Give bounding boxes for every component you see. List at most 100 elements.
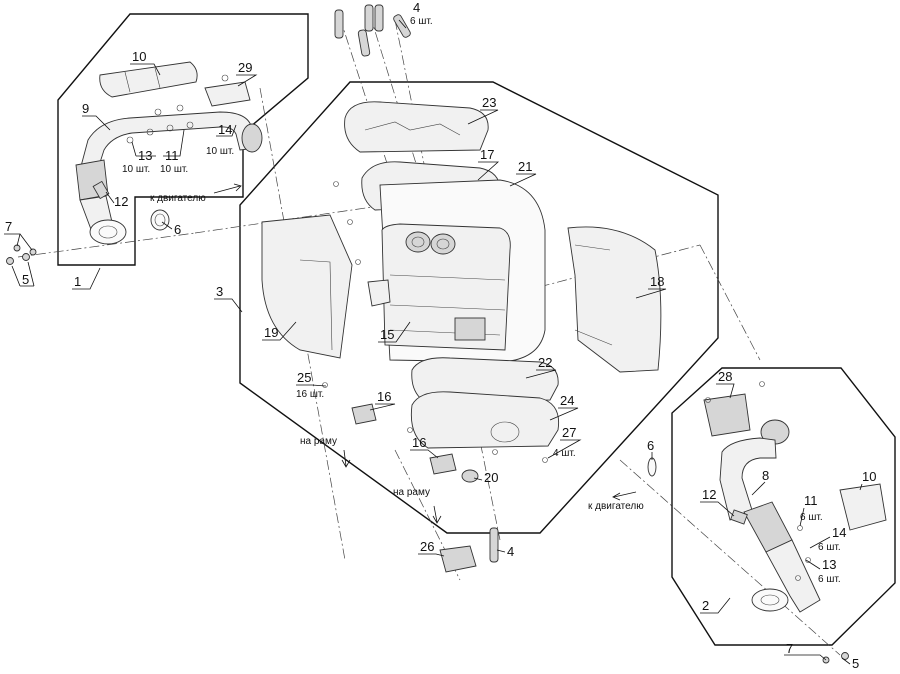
- label-5-right: 5: [852, 656, 859, 671]
- label-24: 24: [560, 393, 574, 408]
- label-12-left: 12: [114, 194, 128, 209]
- leader-lines: [4, 19, 863, 665]
- label-11-left: 11: [165, 148, 179, 163]
- label-4-top-qty: 6 шт.: [410, 16, 433, 27]
- label-7-left: 7: [5, 219, 12, 234]
- manifold-assembly-left: [6, 61, 263, 265]
- direction-notes: к двигателю к двигателю на раму на раму: [150, 193, 644, 512]
- spring-4-b: [364, 4, 374, 32]
- spring-4-d: [357, 29, 371, 57]
- part-number-labels: 1 2 3 4 6 шт. 4 5 5 6 6 7 7 8 9 10 10 11…: [5, 0, 876, 671]
- label-25: 25: [297, 370, 311, 385]
- label-2: 2: [702, 598, 709, 613]
- label-25-qty: 16 шт.: [296, 389, 324, 400]
- note-to-frame-lower: на раму: [393, 487, 430, 498]
- spring-4-c: [374, 4, 384, 32]
- note-to-engine-left: к двигателю: [150, 193, 206, 204]
- spring-4-a: [334, 9, 344, 39]
- assembly-1-outline: [57, 13, 309, 266]
- label-14-left: 14: [218, 122, 232, 137]
- label-29: 29: [238, 60, 252, 75]
- side-shield-19: [261, 214, 353, 359]
- label-12-right: 12: [702, 487, 716, 502]
- label-5-left: 5: [22, 272, 29, 287]
- label-22: 22: [538, 355, 552, 370]
- muffler-assembly: [261, 101, 662, 483]
- label-13-left-qty: 10 шт.: [122, 164, 150, 175]
- nut-5-right: [841, 652, 849, 660]
- outlet-ring-14: [241, 123, 263, 153]
- label-27: 27: [562, 425, 576, 440]
- label-20: 20: [484, 470, 498, 485]
- flange-left: [89, 219, 127, 245]
- label-28: 28: [718, 369, 732, 384]
- heat-shield-left: [99, 61, 198, 98]
- top-shield-23: [344, 101, 489, 153]
- spring-4-bottom: [489, 527, 499, 563]
- label-8: 8: [762, 468, 769, 483]
- label-14-left-qty: 10 шт.: [206, 146, 234, 157]
- label-14-right: 14: [832, 525, 846, 540]
- label-1: 1: [74, 274, 81, 289]
- core-inlet-b: [430, 233, 456, 255]
- label-18: 18: [650, 274, 664, 289]
- core-inlet-a: [405, 231, 431, 253]
- gasket-right: [647, 457, 657, 477]
- label-13-left: 13: [138, 148, 152, 163]
- bracket-28: [703, 393, 751, 437]
- clamp-16-upper: [351, 403, 377, 425]
- label-21: 21: [518, 159, 532, 174]
- gasket-left: [150, 209, 170, 231]
- label-11-left-qty: 10 шт.: [160, 164, 188, 175]
- lower-shell-22: [411, 357, 559, 403]
- manifold-assembly-right: [647, 381, 887, 664]
- stud-7-left-b: [29, 248, 37, 256]
- label-15: 15: [380, 327, 394, 342]
- label-14-right-qty: 6 шт.: [818, 542, 841, 553]
- springs-4-top: [334, 4, 411, 57]
- label-6-right: 6: [647, 438, 654, 453]
- heat-shield-right: [839, 483, 887, 531]
- clamp-16-lower: [429, 453, 457, 475]
- direction-arrows: [213, 183, 637, 524]
- lower-pipe-right: [765, 539, 821, 613]
- exhaust-pipe-9: [79, 111, 257, 176]
- label-10-left: 10: [132, 49, 146, 64]
- label-10-right: 10: [862, 469, 876, 484]
- label-6-left: 6: [174, 222, 181, 237]
- label-13-right-qty: 6 шт.: [818, 574, 841, 585]
- note-to-frame-upper: на раму: [300, 436, 337, 447]
- side-shield-18: [567, 226, 662, 373]
- exhaust-pipe-8: [719, 437, 777, 521]
- label-4-bottom: 4: [507, 544, 514, 559]
- core-bracket: [454, 317, 486, 341]
- label-26: 26: [420, 539, 434, 554]
- bottom-shield-24: [410, 391, 560, 449]
- label-7-right: 7: [786, 641, 793, 656]
- label-16-upper: 16: [377, 389, 391, 404]
- label-13-right: 13: [822, 557, 836, 572]
- flange-right: [751, 588, 789, 612]
- label-11-right-qty: 6 шт.: [800, 512, 823, 523]
- o2-sensor-left: [92, 180, 110, 200]
- assembly-3-outline: [239, 81, 719, 534]
- label-3: 3: [216, 284, 223, 299]
- nut-5-left-a: [6, 257, 14, 265]
- label-4-top: 4: [413, 0, 420, 15]
- note-to-engine-right: к двигателю: [588, 501, 644, 512]
- mount-bracket-center: [367, 279, 391, 307]
- label-23: 23: [482, 95, 496, 110]
- label-27-qty: 4 шт.: [553, 448, 576, 459]
- mount-26: [439, 545, 477, 573]
- label-11-right: 11: [804, 493, 818, 508]
- label-16-lower: 16: [412, 435, 426, 450]
- rubber-mount-20: [461, 469, 479, 483]
- label-9: 9: [82, 101, 89, 116]
- spring-4-e: [393, 14, 411, 38]
- bracket-29: [204, 81, 251, 107]
- label-19: 19: [264, 325, 278, 340]
- nut-5-left-b: [22, 253, 30, 261]
- assembly-2-outline: [671, 367, 896, 646]
- label-17: 17: [480, 147, 494, 162]
